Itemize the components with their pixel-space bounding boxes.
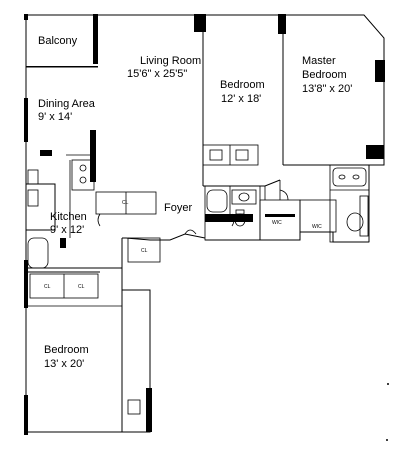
dining-area-dims: 9' x 14' bbox=[38, 111, 72, 123]
north-dot-mark bbox=[387, 383, 389, 385]
master-bedroom-dims: 13'8" x 20' bbox=[302, 83, 352, 95]
closet-label-foyer: CL bbox=[122, 200, 129, 206]
bedroom-lower-dims: 13' x 20' bbox=[44, 358, 84, 370]
living-room-dims: 15'6" x 25'5" bbox=[127, 68, 187, 80]
bedroom-center-label: Bedroom bbox=[220, 79, 265, 91]
balcony-label: Balcony bbox=[38, 35, 78, 47]
kitchen-dims: 9' x 12' bbox=[50, 224, 84, 236]
wall-segments bbox=[24, 14, 385, 435]
fixtures bbox=[27, 149, 369, 415]
kitchen-label: Kitchen bbox=[50, 211, 87, 223]
closet-label-left1: CL bbox=[44, 284, 51, 290]
wic-left-label: WIC bbox=[272, 220, 282, 226]
living-room-label: Living Room bbox=[140, 55, 201, 67]
closet-label-left2: CL bbox=[78, 284, 85, 290]
wic-right-label: WIC bbox=[312, 224, 322, 230]
bedroom-center-dims: 12' x 18' bbox=[221, 93, 261, 105]
bedroom-lower-label: Bedroom bbox=[44, 344, 89, 356]
corner-dot-mark bbox=[386, 439, 388, 441]
interior-walls bbox=[26, 15, 370, 432]
master-bedroom-label-line1: Master bbox=[302, 55, 336, 67]
closet-label-lower: CL bbox=[141, 248, 148, 254]
doors bbox=[97, 189, 289, 235]
foyer-label: Foyer bbox=[164, 202, 192, 214]
dining-area-label: Dining Area bbox=[38, 98, 96, 110]
master-bedroom-label-line2: Bedroom bbox=[302, 69, 347, 81]
